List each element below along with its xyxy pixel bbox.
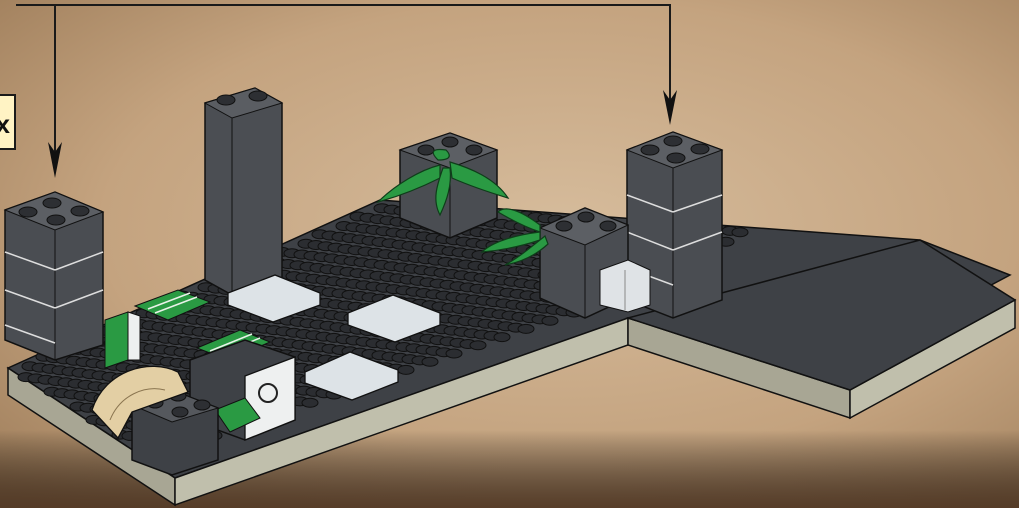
callout-label-box: x (0, 94, 16, 150)
plate-stud (518, 324, 534, 333)
plate-stud (542, 316, 558, 325)
left-brick-stack (5, 192, 103, 360)
plate-stud (398, 365, 414, 374)
tall-column-brick (205, 88, 282, 295)
plate-stud (494, 333, 510, 342)
plate-stud (446, 349, 462, 358)
green-wall-panel (105, 312, 140, 368)
plate-stud (732, 228, 748, 237)
gray-hinge-piece (600, 260, 650, 312)
plate-stud (422, 357, 438, 366)
plate-stud (302, 398, 318, 407)
plate-stud (470, 341, 486, 350)
